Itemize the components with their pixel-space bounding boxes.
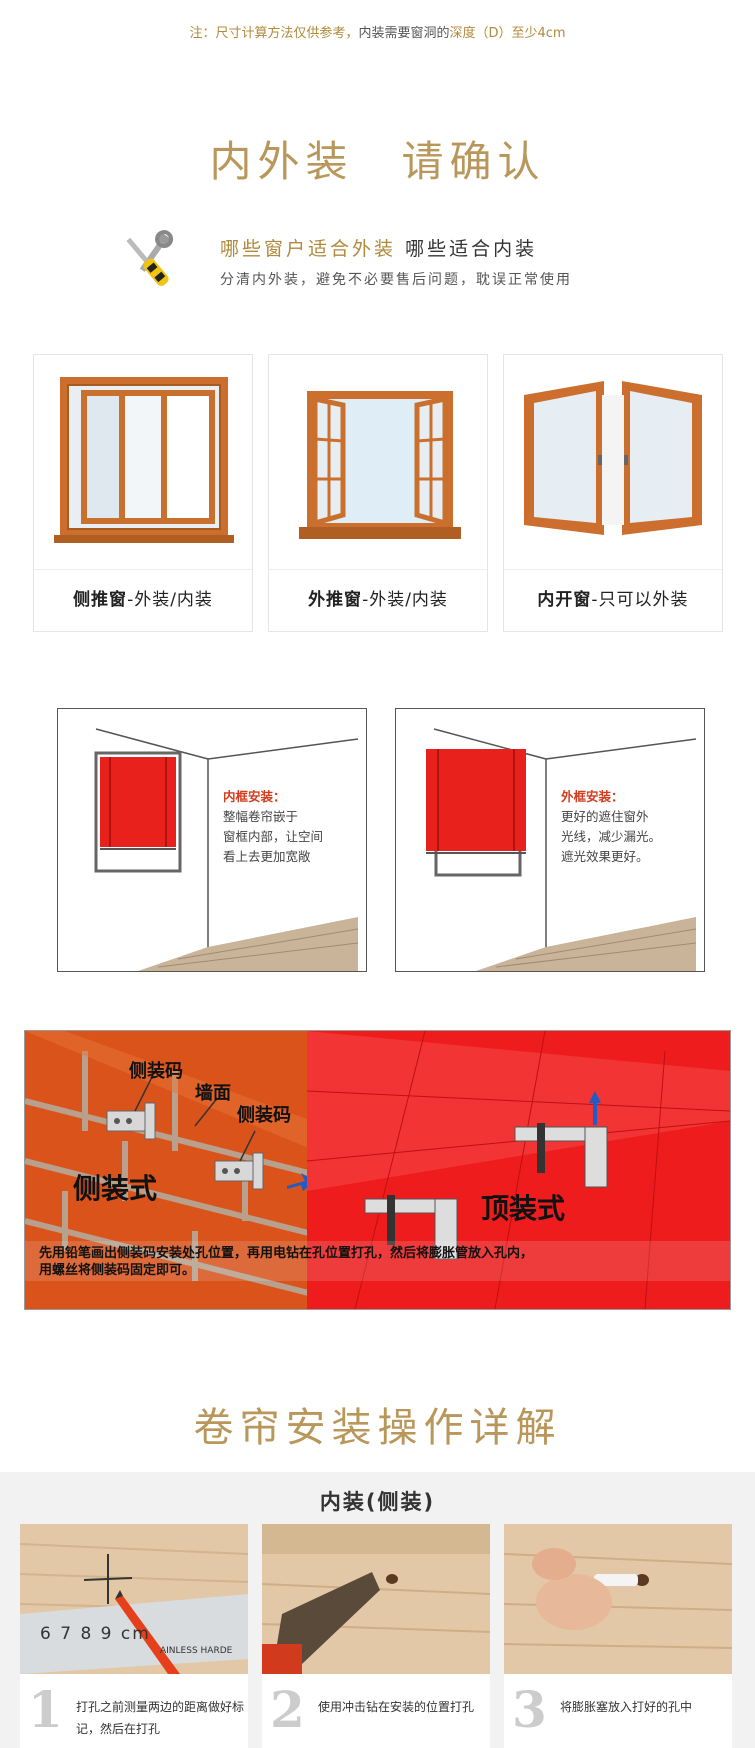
inner-install-question: 哪些适合内装 bbox=[405, 238, 538, 260]
window-mode: 外装/内装 bbox=[134, 590, 213, 610]
screwdriver-wrench-icon bbox=[126, 230, 174, 286]
room-desc-line: 更好的遮住窗外 bbox=[561, 809, 649, 824]
step-text: 打孔之前测量两边的距离做好标记，然后在打孔 bbox=[76, 1700, 245, 1736]
side-code-label-2: 侧装码 bbox=[237, 1105, 291, 1126]
note-depth: 深度（D）至少4cm bbox=[449, 26, 566, 41]
side-install-title: 侧装式 bbox=[73, 1172, 158, 1205]
window-card-inward: 内开窗-只可以外装 bbox=[503, 354, 723, 632]
step-number: 2 bbox=[270, 1680, 305, 1739]
step-card-3: 3 将膨胀塞放入打好的孔中 bbox=[504, 1524, 732, 1748]
window-card-outward: 外推窗-外装/内装 bbox=[268, 354, 488, 632]
install-subtitle: 分清内外装，避免不必要售后问题，耽误正常使用 bbox=[220, 272, 572, 288]
top-install-title: 顶装式 bbox=[481, 1192, 566, 1225]
window-caption-outward: 外推窗-外装/内装 bbox=[269, 569, 487, 630]
caption-sep: - bbox=[362, 590, 370, 610]
room-desc-title: 内框安装： bbox=[223, 789, 286, 804]
window-card-sliding: 侧推窗-外装/内装 bbox=[33, 354, 253, 632]
room-card-inner-frame: 内框安装： 整幅卷帘嵌于 窗框内部，让空间 看上去更加宽敞 bbox=[57, 708, 367, 972]
window-mode: 只可以外装 bbox=[598, 590, 689, 610]
side-code-label-1: 侧装码 bbox=[129, 1061, 183, 1082]
install-methods-image bbox=[25, 1031, 730, 1309]
outer-frame-room-image bbox=[426, 728, 697, 971]
room-desc-line: 看上去更加宽敞 bbox=[223, 849, 311, 864]
room-desc-line: 遮光效果更好。 bbox=[561, 849, 649, 864]
ruler-pencil-photo bbox=[20, 1524, 248, 1674]
step-text: 将膨胀塞放入打好的孔中 bbox=[560, 1700, 693, 1714]
anchor-plug-photo bbox=[504, 1524, 732, 1674]
room-desc-line: 光线，减少漏光。 bbox=[561, 829, 662, 844]
step-text: 使用冲击钻在安装的位置打孔 bbox=[318, 1700, 475, 1714]
wall-label: 墙面 bbox=[195, 1083, 231, 1104]
section-title-install-confirm: 内外装 请确认 bbox=[209, 137, 546, 186]
window-mode: 外装/内装 bbox=[369, 590, 448, 610]
sliding-window-image bbox=[54, 377, 234, 543]
caption-sep: - bbox=[127, 590, 135, 610]
room-desc-line: 窗框内部，让空间 bbox=[223, 829, 324, 844]
window-name: 外推窗 bbox=[308, 590, 363, 610]
install-methods-diagram: 侧装码 墙面 侧装码 侧装式 顶装式 先用铅笔画出侧装码安装处孔位置，再用电钻在… bbox=[24, 1030, 731, 1310]
window-name: 侧推窗 bbox=[73, 590, 128, 610]
step-number: 3 bbox=[512, 1680, 547, 1739]
note-middle: 内装需要窗洞的 bbox=[358, 26, 450, 41]
section-title-operation: 卷帘安装操作详解 bbox=[193, 1405, 562, 1451]
inner-frame-desc: 内框安装： 整幅卷帘嵌于 窗框内部，让空间 看上去更加宽敞 bbox=[223, 787, 323, 867]
install-steps-panel: 内装(侧装) 6 7 8 9 cm AINLESS HARDE 1 打孔之前测量… bbox=[0, 1472, 755, 1748]
size-note: 注：尺寸计算方法仅供参考，内装需要窗洞的深度（D）至少4cm bbox=[0, 22, 755, 41]
tools-banner: 哪些窗户适合外装 哪些适合内装 分清内外装，避免不必要售后问题，耽误正常使用 bbox=[112, 222, 672, 302]
inner-frame-room-image bbox=[94, 728, 359, 971]
room-desc-line: 整幅卷帘嵌于 bbox=[223, 809, 299, 824]
note-prefix: 注：尺寸计算方法仅供参考， bbox=[189, 26, 359, 41]
install-caption: 先用铅笔画出侧装码安装处孔位置，再用电钻在孔位置打孔，然后将膨胀管放入孔内， 用… bbox=[39, 1245, 729, 1279]
drill-photo bbox=[262, 1524, 490, 1674]
room-desc-title: 外框安装： bbox=[561, 789, 624, 804]
window-caption-sliding: 侧推窗-外装/内装 bbox=[34, 569, 252, 630]
install-caption-line: 先用铅笔画出侧装码安装处孔位置，再用电钻在孔位置打孔，然后将膨胀管放入孔内， bbox=[39, 1246, 534, 1261]
outward-window-image bbox=[299, 391, 461, 539]
ruler-brand: AINLESS HARDE bbox=[160, 1646, 233, 1656]
step-card-1: 6 7 8 9 cm AINLESS HARDE 1 打孔之前测量两边的距离做好… bbox=[20, 1524, 248, 1748]
ruler-numbers: 6 7 8 9 cm bbox=[40, 1624, 151, 1644]
caption-sep: - bbox=[591, 590, 599, 610]
steps-subtitle: 内装(侧装) bbox=[319, 1490, 436, 1514]
outer-frame-desc: 外框安装： 更好的遮住窗外 光线，减少漏光。 遮光效果更好。 bbox=[561, 787, 661, 867]
inward-window-image bbox=[524, 381, 702, 535]
window-caption-inward: 内开窗-只可以外装 bbox=[504, 569, 722, 630]
step-card-2: 2 使用冲击钻在安装的位置打孔 bbox=[262, 1524, 490, 1748]
install-caption-line: 用螺丝将侧装码固定即可。 bbox=[39, 1263, 196, 1278]
outer-install-question: 哪些窗户适合外装 bbox=[220, 238, 397, 260]
step-number: 1 bbox=[28, 1680, 63, 1739]
window-name: 内开窗 bbox=[537, 590, 592, 610]
room-card-outer-frame: 外框安装： 更好的遮住窗外 光线，减少漏光。 遮光效果更好。 bbox=[395, 708, 705, 972]
